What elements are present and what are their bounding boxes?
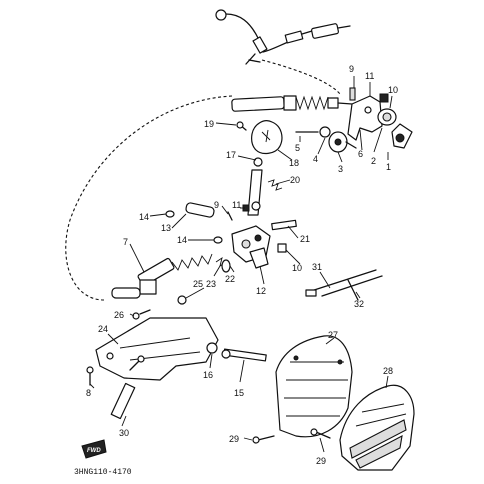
part-label: 18 [289, 158, 299, 168]
part-label: 5 [295, 143, 300, 153]
part-label: 6 [358, 149, 363, 159]
part-label: 1 [386, 162, 391, 172]
part-label: 22 [225, 274, 235, 284]
fwd-label: FWD [87, 448, 101, 454]
throttle-cable-upper [215, 9, 351, 65]
part-label: 10 [388, 85, 398, 95]
part-label: 12 [256, 286, 266, 296]
diagram-code: 3HNG110-4170 [74, 468, 132, 477]
part-label: 11 [232, 200, 241, 210]
part-label: 29 [229, 434, 239, 444]
part-label: 15 [234, 388, 244, 398]
part-label: 8 [86, 388, 91, 398]
right-bracket-assembly [295, 87, 413, 153]
part-label: 2 [371, 156, 376, 166]
guard-plate [339, 384, 415, 471]
leader-lines [89, 76, 393, 453]
part-labels: 9 11 10 1 2 6 3 4 5 19 18 17 20 9 11 14 … [86, 64, 398, 466]
part-label: 21 [300, 234, 310, 244]
long-bolt [221, 348, 267, 362]
control-cable-adjuster [231, 95, 353, 112]
part-label: 30 [119, 428, 129, 438]
pivot-pins [165, 202, 250, 244]
part-label: 23 [206, 279, 216, 289]
part-label: 24 [98, 324, 108, 334]
part-label: 17 [226, 150, 236, 160]
part-label: 11 [365, 71, 374, 81]
gear-cover [275, 335, 353, 438]
cable-routing-dashed [65, 59, 341, 301]
part-label: 20 [290, 175, 300, 185]
part-label: 7 [123, 237, 128, 247]
part-label: 27 [328, 330, 338, 340]
forward-direction-icon: FWD [81, 439, 107, 459]
part-label: 14 [139, 212, 149, 222]
part-label: 9 [214, 200, 219, 210]
shift-lever-assembly [236, 120, 283, 216]
shift-mechanism-center [215, 219, 297, 273]
part-label: 3 [338, 164, 343, 174]
part-label: 10 [292, 263, 302, 273]
mounting-bracket [86, 295, 219, 386]
part-label: 29 [316, 456, 326, 466]
shift-rod [110, 355, 145, 420]
part-label: 9 [349, 64, 354, 74]
tie-rods [305, 269, 383, 301]
part-label: 31 [312, 262, 322, 272]
shift-cable-end [111, 253, 213, 320]
part-label: 19 [204, 119, 214, 129]
cover-bolts [252, 428, 331, 444]
part-label: 26 [114, 310, 124, 320]
part-label: 4 [313, 154, 318, 164]
part-label: 13 [161, 223, 171, 233]
part-label: 16 [203, 370, 213, 380]
part-label: 14 [177, 235, 187, 245]
part-label: 25 [193, 279, 203, 289]
part-label: 32 [354, 299, 364, 309]
part-label: 28 [383, 366, 393, 376]
